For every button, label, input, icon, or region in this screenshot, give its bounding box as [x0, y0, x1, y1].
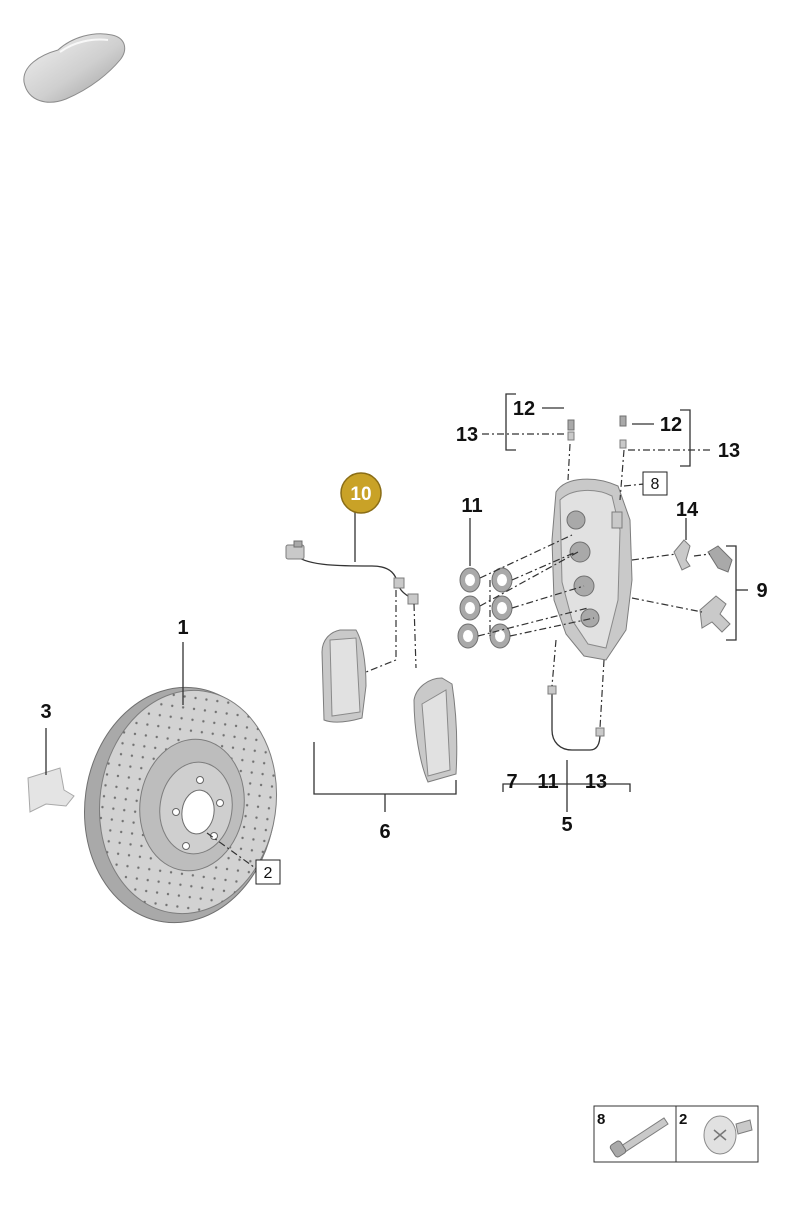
brake-pad-outer — [413, 677, 458, 783]
callout-3: 3 — [40, 701, 51, 723]
callout-12-left: 12 — [513, 398, 535, 420]
wear-sensor — [285, 540, 419, 605]
callout-9: 9 — [756, 580, 767, 602]
callout-13-right: 13 — [718, 440, 740, 462]
screw-icon — [703, 1115, 753, 1155]
callout-5: 5 — [561, 814, 572, 836]
vehicle-thumbnail-icon — [23, 33, 126, 103]
anti-rattle-clip — [673, 539, 691, 571]
leader-lines — [45, 393, 748, 871]
brake-caliper — [551, 415, 633, 661]
callout-14: 14 — [676, 499, 699, 521]
callout-6: 6 — [379, 821, 390, 843]
bolt-icon — [609, 1117, 669, 1158]
hardware-legend: 8 2 — [593, 1105, 759, 1163]
ref-box-2-label: 2 — [264, 865, 273, 882]
callout-11-top: 11 — [461, 495, 482, 517]
ref-box-2: 2 — [255, 859, 281, 885]
legend-bolt-label: 8 — [597, 1111, 605, 1128]
dust-shield — [27, 767, 75, 813]
highlight-circle — [340, 472, 382, 514]
callout-12-right: 12 — [660, 414, 682, 436]
callout-7: 7 — [506, 771, 517, 793]
callout-1: 1 — [177, 617, 188, 639]
pad-hardware — [699, 545, 733, 633]
ref-box-8: 8 — [642, 471, 668, 496]
ref-box-8-label: 8 — [651, 476, 660, 493]
brake-disc — [84, 686, 278, 924]
legend-screw-label: 2 — [679, 1111, 687, 1128]
brake-line — [547, 685, 605, 751]
callout-13-left: 13 — [456, 424, 478, 446]
callout-13-bottom: 13 — [585, 771, 607, 793]
callout-10-highlight[interactable]: 10 — [340, 472, 382, 514]
callout-10: 10 — [350, 484, 371, 505]
brake-pad-inner — [321, 629, 367, 723]
piston-seals — [457, 567, 513, 649]
callout-11-bottom: 11 — [537, 771, 558, 793]
